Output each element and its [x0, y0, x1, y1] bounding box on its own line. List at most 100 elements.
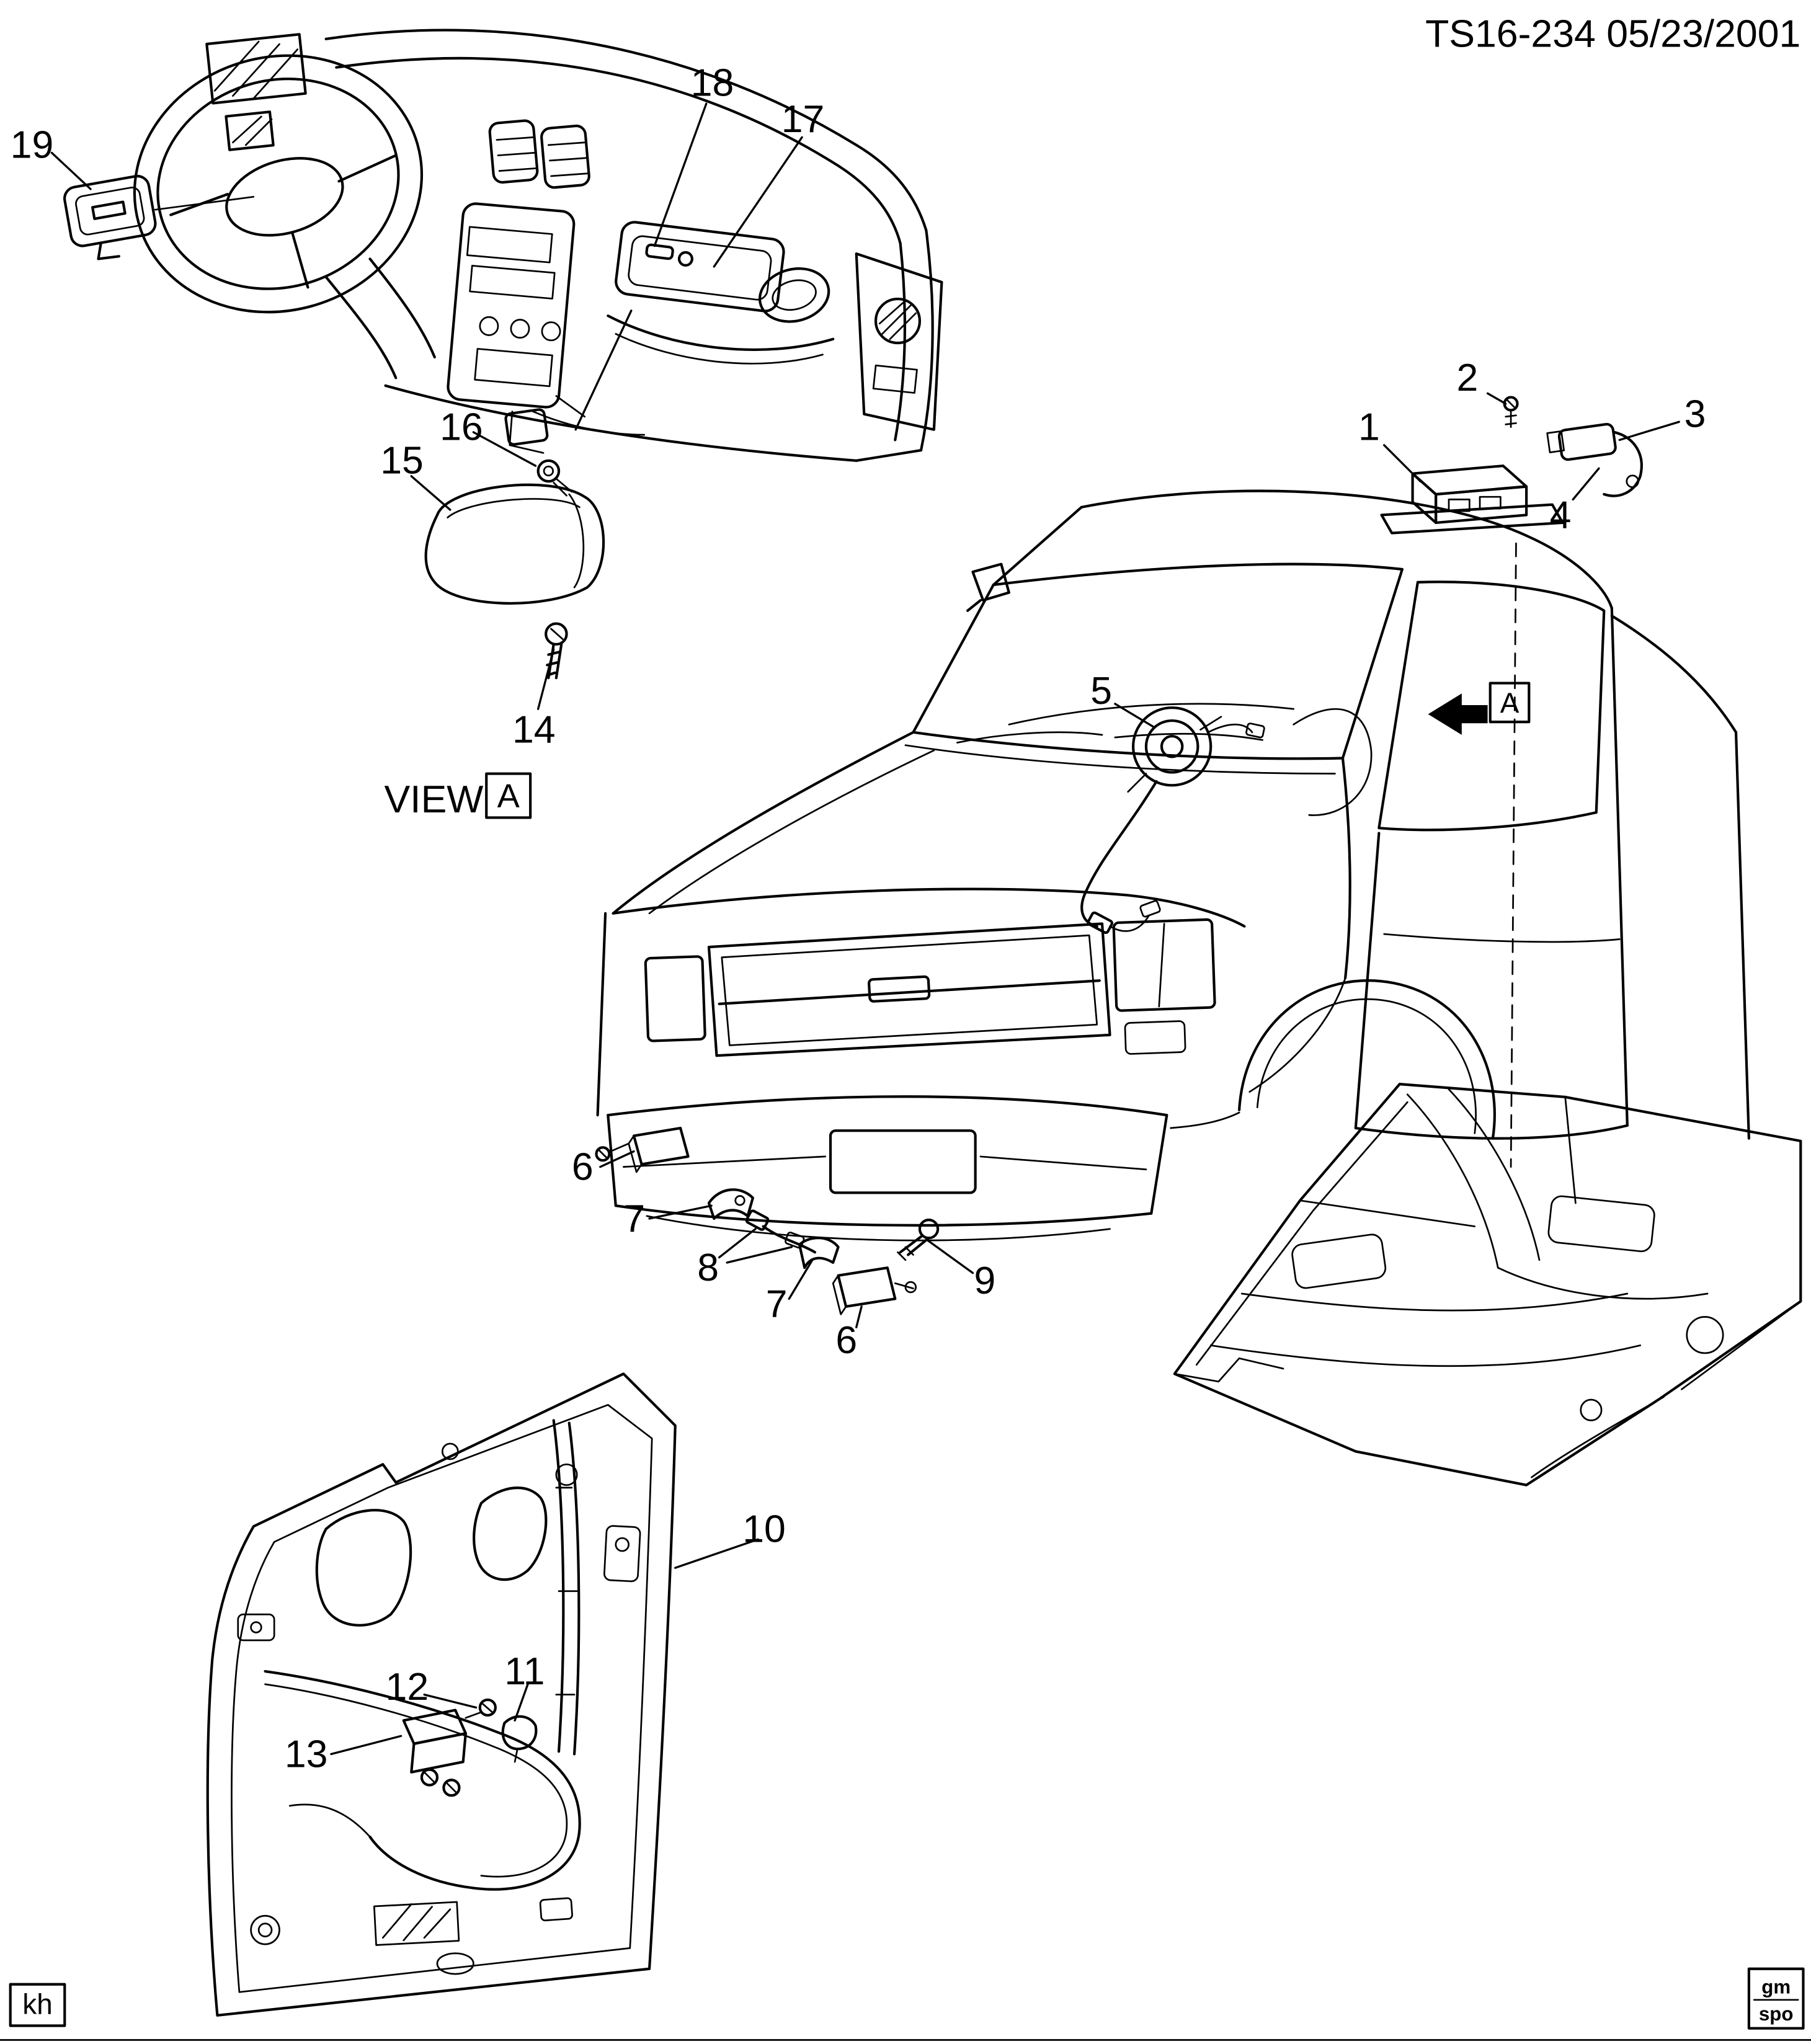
door-inner-panel-drawing: [206, 1372, 677, 2017]
door-sensor-13-drawing: [402, 1709, 467, 1797]
door-window: [1377, 580, 1606, 832]
left-arrow-icon: [1428, 693, 1488, 735]
artist-initials-box: kh: [9, 1983, 66, 2027]
view-letter: A: [497, 778, 520, 815]
dash-bracket: [504, 408, 549, 446]
callout-2: 2: [1457, 356, 1479, 399]
mirror: [966, 562, 1010, 612]
bolt-9: [918, 1219, 940, 1240]
wiper-lines: [956, 731, 1264, 744]
passenger-airbag-cushion-drawing: [424, 483, 605, 605]
sdm-connector: [1448, 499, 1471, 512]
callout-17: 17: [781, 97, 825, 141]
floor-tunnel: [1406, 1093, 1499, 1269]
callout-10: 10: [742, 1507, 786, 1550]
license-plate-recess: [829, 1129, 977, 1194]
headlamp-right: [1112, 918, 1216, 1012]
screw-16-drawing: [536, 459, 573, 497]
sdm-module-drawing: [1380, 464, 1564, 535]
section-letter: A: [1500, 687, 1520, 719]
front-sensor-lower: [837, 1266, 897, 1308]
callout-6-upper: 6: [572, 1145, 594, 1188]
callout-5: 5: [1090, 669, 1112, 713]
part-17-detail: [677, 251, 693, 267]
callout-8: 8: [697, 1246, 719, 1289]
sensor-3-drawing: [1546, 422, 1643, 497]
glove-box-edge: [607, 314, 835, 352]
door-latch-area: [603, 1525, 641, 1583]
coil-harness: [1080, 780, 1158, 928]
callout-9: 9: [974, 1259, 996, 1302]
passenger-airbag-door: [615, 221, 785, 313]
front-impact-sensor-group-drawing: [595, 1126, 940, 1315]
sensor-jumper-harness: [762, 1225, 817, 1254]
sensor-bracket-lower: [798, 1237, 840, 1269]
logo-spo: spo: [1759, 2003, 1794, 2025]
cluster-grille: [205, 33, 307, 105]
windshield-top: [992, 562, 1404, 587]
turn-signal-lamp: [1124, 1020, 1186, 1055]
callout-19: 19: [11, 123, 54, 167]
wheel-arch: [1238, 979, 1496, 1140]
cowl-line: [912, 731, 1345, 760]
sensor-mount-reference-line: [1510, 542, 1517, 1168]
seat-mount: [1547, 1195, 1655, 1253]
bowtie-emblem: [91, 200, 127, 220]
view-a-caption: VIEW A: [384, 772, 532, 821]
logo-gm: gm: [1761, 1976, 1791, 1997]
driver-airbag-module-drawing: [63, 174, 255, 260]
headlamp-left: [644, 955, 706, 1042]
view-label: VIEW: [384, 778, 483, 821]
door-rear-edge: [1610, 607, 1629, 1127]
right-vent: [758, 267, 830, 323]
center-stack: [447, 202, 576, 409]
grille: [707, 922, 1111, 1057]
callout-7-lower: 7: [766, 1282, 788, 1326]
panel-opening-left: [315, 1509, 412, 1627]
clip-11-drawing: [501, 1715, 538, 1763]
grille-bowtie-emblem: [868, 975, 931, 1003]
callout-11: 11: [504, 1650, 545, 1693]
sensor-bracket-upper: [707, 1188, 754, 1220]
coil-assembly-drawing: [1080, 706, 1265, 935]
callout-15: 15: [380, 439, 424, 482]
callout-3: 3: [1684, 393, 1706, 436]
callout-7-upper: 7: [623, 1197, 645, 1240]
steering-column: [324, 275, 398, 380]
screw-2-drawing: [1503, 396, 1519, 428]
regulator-channel: [552, 1419, 565, 1753]
screw-12-drawing: [465, 1698, 497, 1719]
view-letter-box: [485, 772, 532, 819]
section-letter-box: [1488, 682, 1531, 724]
fender-top: [1341, 757, 1351, 980]
sdm-connector: [1479, 495, 1502, 510]
artist-initials: kh: [22, 1988, 52, 2020]
a-pillar: [912, 583, 995, 734]
steering-wheel-hub: [225, 157, 344, 237]
leader-lines: [50, 102, 1680, 1756]
drawing-number: TS16-234 05/23/2001: [1425, 12, 1800, 55]
sensor-bracket-strap: [1603, 430, 1643, 497]
callout-4: 4: [1550, 493, 1572, 536]
callout-14: 14: [512, 708, 556, 751]
center-vent-right: [540, 124, 590, 189]
truck-body-drawing: [596, 489, 1750, 1242]
door-harness-channel: [264, 1669, 581, 1891]
callout-18: 18: [691, 61, 734, 105]
rocker-line: [1354, 1124, 1629, 1140]
center-vent-left: [488, 119, 539, 184]
callout-16: 16: [440, 405, 483, 448]
interior-seat-line: [1293, 708, 1373, 816]
seat-mount: [1291, 1233, 1387, 1289]
callout-6-lower: 6: [835, 1318, 857, 1362]
floor-pan-drawing: [1173, 1083, 1802, 1486]
bumper-top: [607, 1095, 1168, 1117]
hood-front-lip: [612, 887, 1246, 928]
view-a-arrow: A: [1428, 682, 1531, 735]
part-18-detail: [645, 243, 674, 260]
front-sensor-upper: [632, 1126, 690, 1166]
callout-1: 1: [1358, 405, 1380, 448]
bumper-bottom: [614, 1204, 1153, 1227]
callout-12: 12: [386, 1665, 429, 1709]
